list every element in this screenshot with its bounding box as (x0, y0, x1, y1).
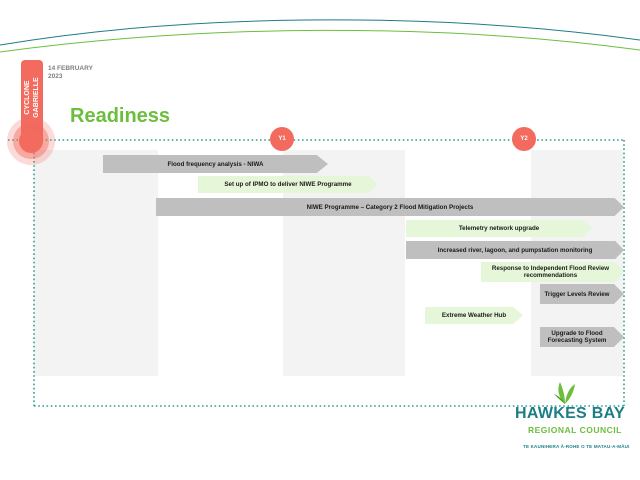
cyclone-pill (21, 60, 43, 145)
date-line-1: 14 FEBRUARY (48, 65, 93, 72)
cyclone-line-1: CYCLONE (24, 80, 31, 115)
bar-trigger-levels-review: Trigger Levels Review (540, 284, 624, 304)
cyclone-label: CYCLONE GABRIELLE (20, 55, 44, 140)
bar-flood-forecasting-upgrade: Upgrade to Flood Forecasting System (540, 327, 624, 347)
logo-sub-text: REGIONAL COUNCIL (528, 425, 622, 435)
page-title: Readiness (70, 105, 171, 127)
year-marker-y1: Y1 (270, 127, 294, 151)
logo-tagline: TE KAUNIHERA Ā-ROHE O TE MATAU-A-MĀUI (523, 444, 630, 449)
logo-leaf-icon (554, 382, 575, 404)
date-line-2: 2023 (48, 73, 63, 80)
bar-independent-review-response: Response to Independent Flood Review rec… (481, 262, 624, 282)
cyclone-ring-inner (19, 129, 43, 153)
bar-flood-frequency-analysis: Flood frequency analysis - NIWA (103, 155, 328, 173)
bar-extreme-weather-hub: Extreme Weather Hub (425, 307, 523, 324)
bar-niwe-programme: NIWE Programme – Category 2 Flood Mitiga… (156, 198, 624, 216)
logo-main-text: HAWKES BAY (515, 405, 625, 422)
bar-ipmo-setup: Set up of IPMO to deliver NIWE Programme (198, 176, 378, 193)
bar-increased-monitoring: Increased river, lagoon, and pumpstation… (406, 241, 624, 259)
year-column-shade-1 (34, 150, 158, 376)
bar-telemetry-upgrade: Telemetry network upgrade (406, 220, 592, 237)
date-label: 14 FEBRUARY 2023 (48, 65, 93, 81)
cyclone-line-2: GABRIELLE (33, 77, 40, 118)
header-swoosh (0, 19, 640, 53)
year-marker-y2: Y2 (512, 127, 536, 151)
